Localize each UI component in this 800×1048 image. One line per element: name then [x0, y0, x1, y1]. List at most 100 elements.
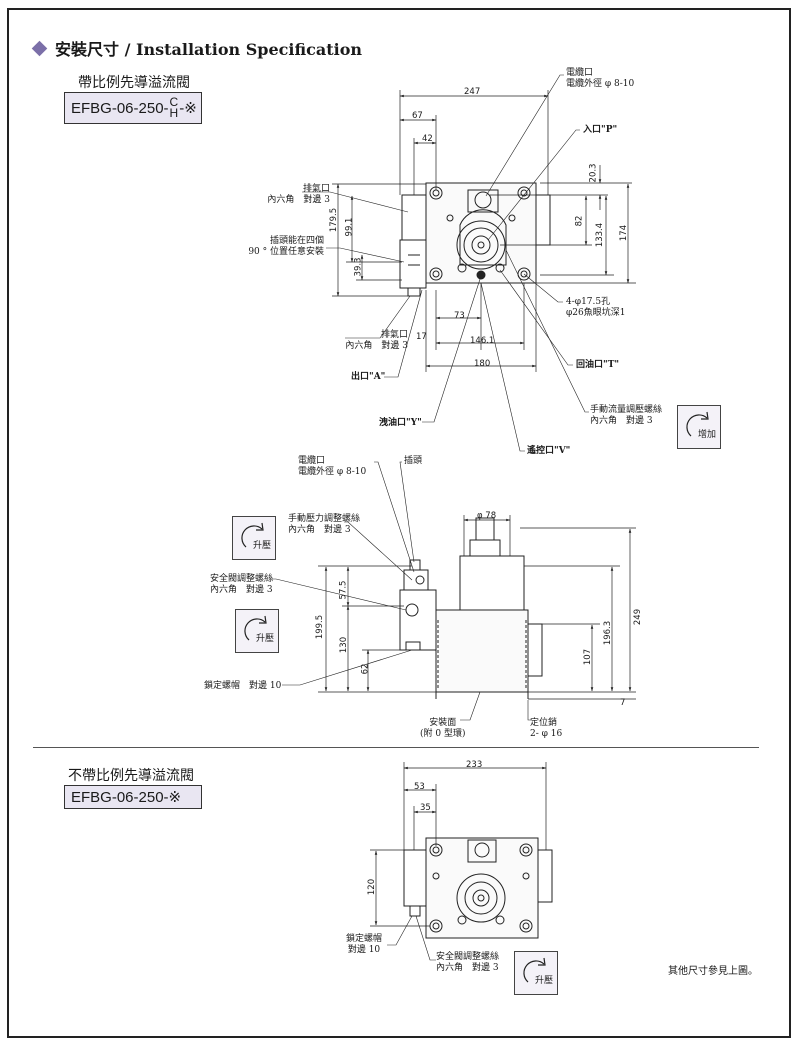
rotate-cw-icon	[686, 411, 709, 437]
raise-label-3: 升壓	[534, 976, 553, 986]
safety-screw-np-line1: 安全閥調整螺絲	[436, 952, 500, 962]
manual-flow-line1: 手動流量調壓螺絲	[590, 405, 663, 415]
holes-line2: φ26魚眼坑深1	[566, 308, 626, 318]
label-exhaust-bottom: 排氣口 內六角 對邊 3	[340, 330, 408, 352]
hex-text: 內六角 對邊 3	[267, 195, 330, 205]
lock-nut-np-line1: 鎖定螺帽	[346, 934, 383, 944]
label-plug-note: 插頭能在四個 90 ° 位置任意安裝	[248, 236, 324, 258]
exhaust-text: 排氣口	[302, 184, 330, 194]
raise-label-2: 升壓	[255, 634, 274, 644]
dim-7: 7	[620, 698, 626, 708]
label-mount-face: 安裝面 (附 0 型環)	[420, 718, 465, 740]
dim-73: 73	[454, 311, 465, 321]
side-view-leaders	[272, 461, 532, 721]
dim-179-5: 179.5	[329, 207, 340, 233]
non-proportional-dimensions	[370, 762, 547, 927]
manual-flow-line2: 內六角 對邊 3	[590, 416, 653, 426]
label-cable-port-side: 電纜口 電纜外徑 φ 8-10	[298, 456, 366, 478]
other-dimensions-note: 其他尺寸參見上圖。	[668, 966, 758, 977]
dim-62: 62	[360, 663, 371, 675]
label-locating-pin: 定位銷 2- φ 16	[530, 718, 562, 740]
dim-174: 174	[619, 224, 630, 242]
label-plug: 插頭	[404, 456, 423, 466]
non-proportional-valve	[403, 837, 553, 939]
label-remote-v: 遙控口"V"	[527, 446, 571, 456]
dim-233: 233	[466, 760, 483, 770]
label-lock-nut-np: 鎖定螺帽 對邊 10	[346, 934, 382, 956]
label-outlet-a: 出口"A"	[351, 372, 386, 382]
dim-42: 42	[422, 134, 433, 144]
mount-face-line1: 安裝面	[429, 718, 457, 728]
label-return-t: 回油口"T"	[576, 360, 620, 370]
dim-35: 35	[420, 803, 431, 813]
dim-196-3: 196.3	[603, 620, 614, 646]
dim-180: 180	[474, 359, 491, 369]
cable-diameter-text: 電纜外徑 φ 8-10	[566, 79, 635, 89]
model-variant-h: H	[169, 106, 179, 120]
safety-screw-np-line2: 內六角 對邊 3	[436, 963, 499, 973]
holes-line1: 4-φ17.5孔	[566, 297, 611, 307]
dim-247: 247	[464, 87, 481, 97]
cable-port-text: 電纜口	[566, 68, 594, 78]
exhaust-bottom-text: 排氣口	[380, 330, 408, 340]
dim-53: 53	[414, 782, 425, 792]
section-divider	[33, 747, 759, 748]
non-proportional-leaders	[387, 915, 436, 961]
rotate-cw-icon	[523, 957, 546, 983]
dim-82: 82	[574, 215, 585, 227]
label-lock-nut: 鎖定螺帽 對邊 10	[204, 681, 282, 691]
subtitle-non-proportional: 不帶比例先導溢流閥	[68, 768, 194, 784]
side-view-dimensions	[318, 515, 636, 700]
manual-pressure-line2: 內六角 對邊 3	[288, 525, 351, 535]
label-manual-pressure: 手動壓力調整螺絲 內六角 對邊 3	[288, 514, 360, 536]
label-mount-holes: 4-φ17.5孔 φ26魚眼坑深1	[566, 297, 625, 319]
locating-pin-line2: 2- φ 16	[530, 729, 563, 739]
rotation-raise-box-1: 升壓	[232, 516, 276, 560]
dim-130: 130	[339, 636, 350, 654]
safety-screw-line2: 內六角 對邊 3	[210, 585, 273, 595]
raise-label-1: 升壓	[252, 541, 271, 551]
label-safety-screw: 安全閥調整螺絲 內六角 對邊 3	[210, 574, 273, 596]
mount-face-line2: (附 0 型環)	[420, 729, 466, 739]
hex-bottom-text: 內六角 對邊 3	[345, 341, 408, 351]
dim-39-3: 39.3	[353, 257, 364, 277]
label-safety-screw-np: 安全閥調整螺絲 內六角 對邊 3	[436, 952, 499, 974]
dim-120: 120	[367, 878, 378, 896]
model-text: EFBG-06-250-※	[71, 789, 182, 806]
label-inlet-p: 入口"P"	[583, 125, 618, 135]
dim-17: 17	[416, 332, 427, 342]
dim-57-5: 57.5	[338, 580, 349, 600]
top-view-leaders	[302, 74, 589, 452]
top-view-valve	[399, 182, 551, 297]
model-variant-c: C	[169, 95, 179, 109]
dim-133-4: 133.4	[595, 222, 606, 248]
label-cable-port: 電纜口 電纜外徑 φ 8-10	[566, 68, 634, 90]
top-view-dimensions	[332, 90, 636, 372]
plug-note-line2: 90 ° 位置任意安裝	[248, 247, 324, 257]
cable-port-side-text: 電纜口	[298, 456, 326, 466]
cable-diameter-side-text: 電纜外徑 φ 8-10	[298, 467, 367, 477]
rotation-raise-box-2: 升壓	[235, 609, 279, 653]
dim-107: 107	[583, 648, 594, 666]
dim-249: 249	[633, 608, 644, 626]
dim-67: 67	[412, 111, 423, 121]
dim-146-1: 146.1	[470, 336, 495, 346]
model-suffix: -※	[179, 100, 197, 117]
dim-199-5: 199.5	[315, 614, 326, 640]
label-manual-flow: 手動流量調壓螺絲 內六角 對邊 3	[590, 405, 662, 427]
rotation-increase-box: 增加	[677, 405, 721, 449]
dim-99-1: 99.1	[344, 217, 355, 237]
side-view-valve	[399, 517, 543, 699]
manual-pressure-line1: 手動壓力調整螺絲	[288, 514, 361, 524]
model-variant-stack: C H	[169, 95, 179, 120]
dim-phi-78: φ 78	[477, 511, 497, 521]
plug-note-line1: 插頭能在四個	[269, 236, 324, 246]
label-exhaust-top: 排氣口 內六角 對邊 3	[262, 184, 330, 206]
page-frame	[7, 8, 791, 1038]
model-box-proportional: EFBG-06-250- C H -※	[64, 92, 202, 124]
rotate-cw-icon	[244, 615, 267, 641]
subtitle-proportional: 帶比例先導溢流閥	[78, 75, 190, 91]
locating-pin-line1: 定位銷	[530, 718, 558, 728]
section-header: 安裝尺寸 / Installation Specification	[31, 36, 362, 60]
